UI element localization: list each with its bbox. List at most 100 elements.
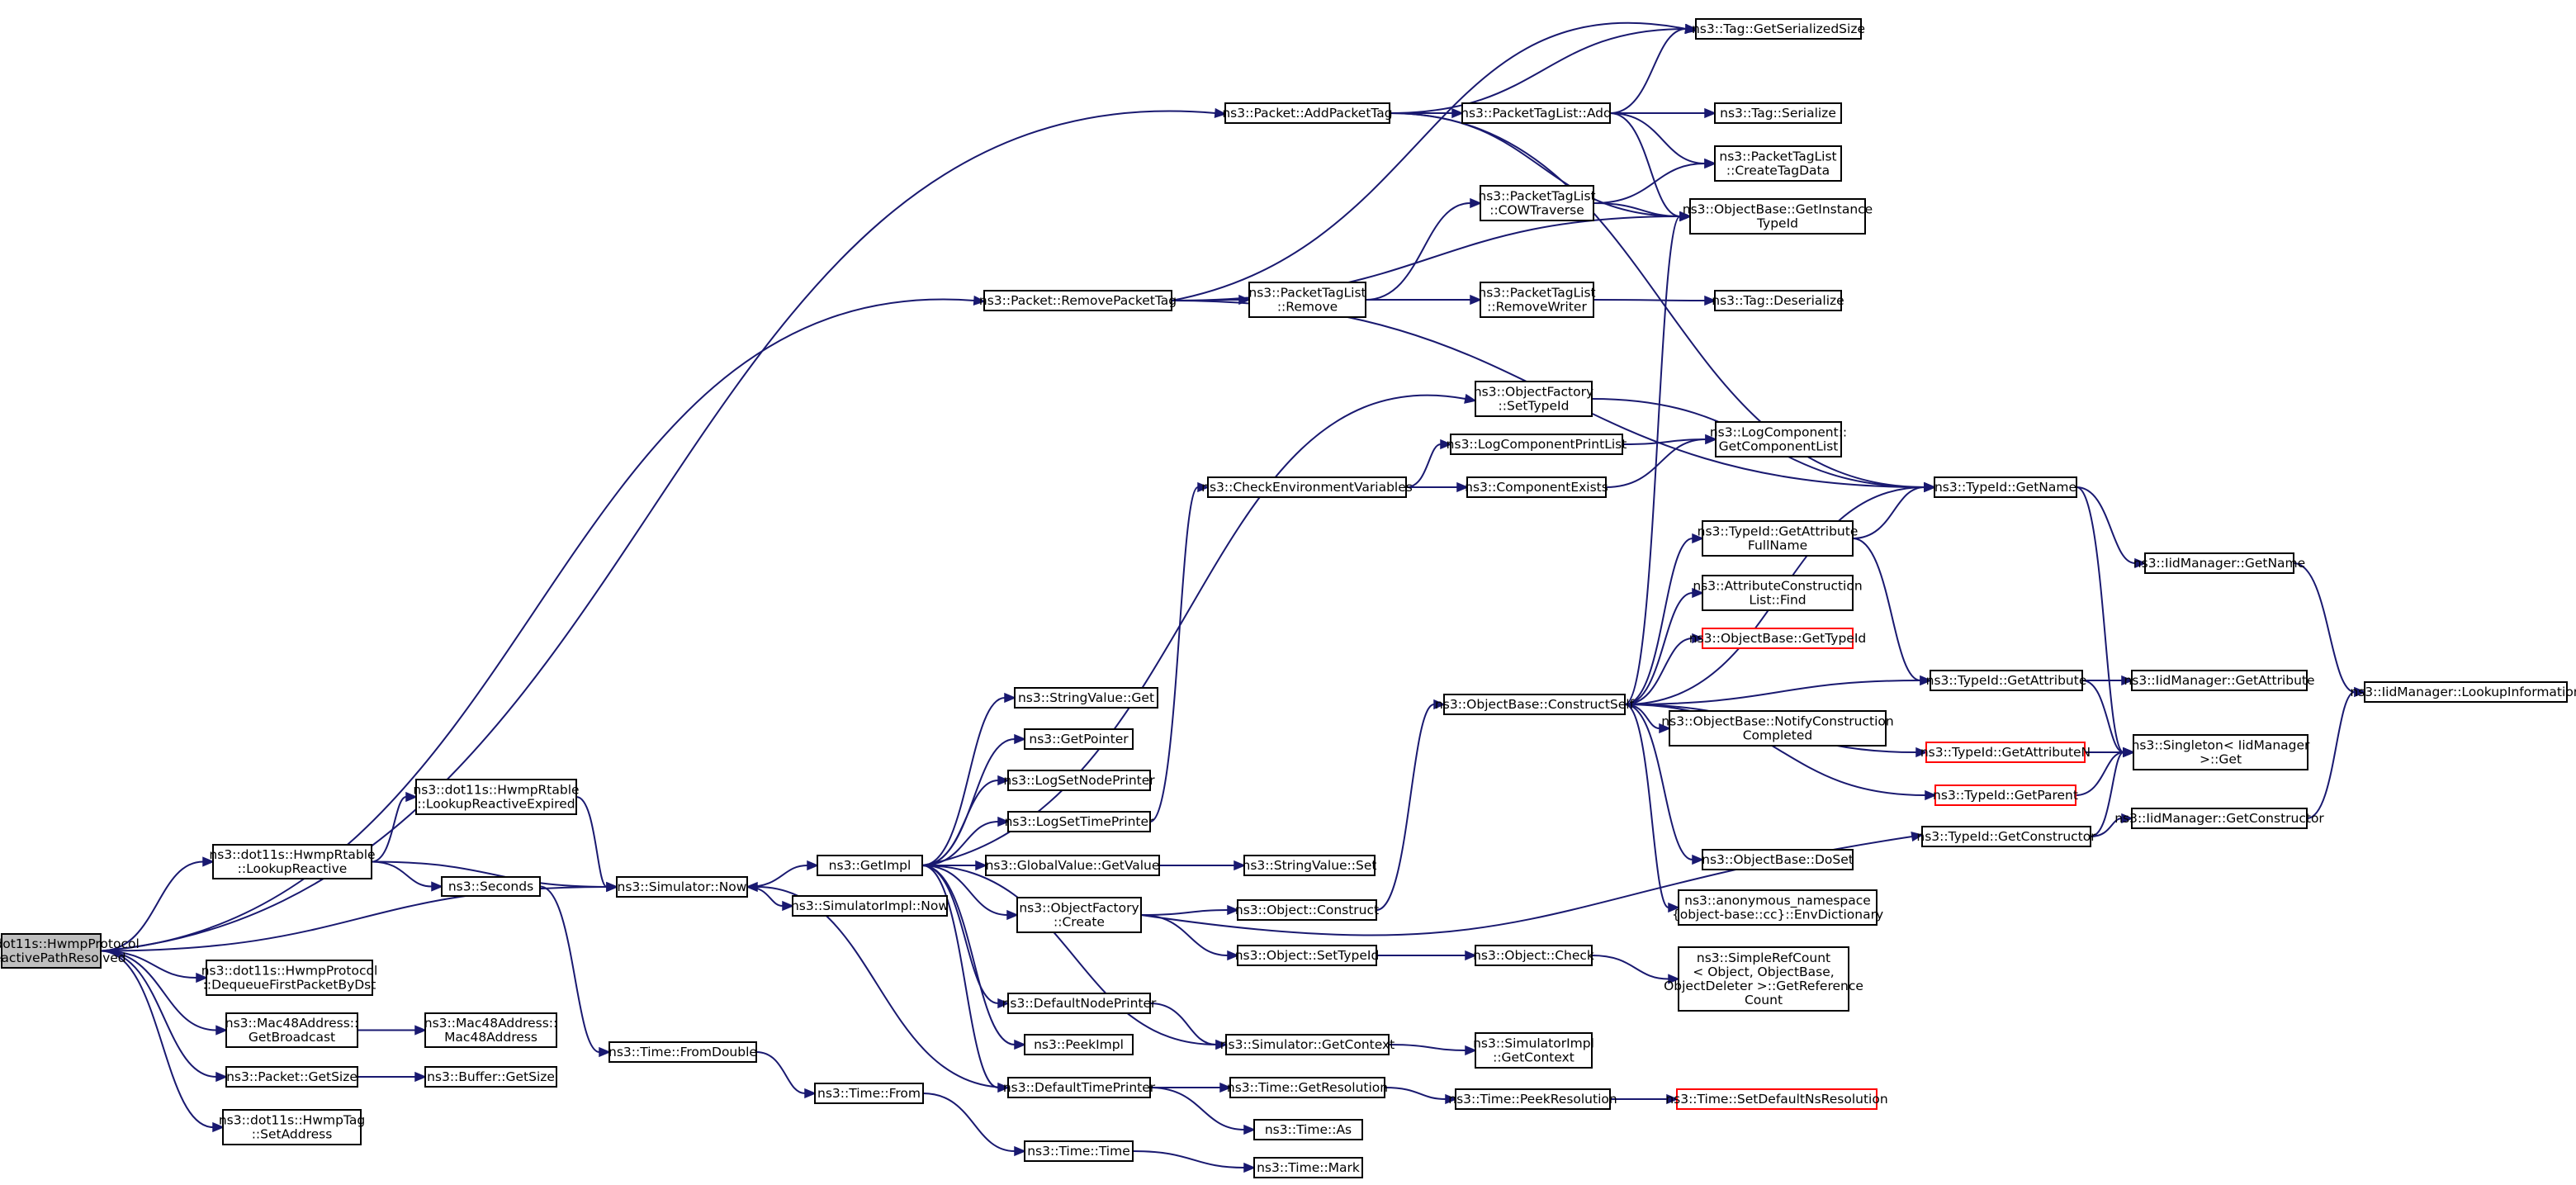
node-add-packet-tag[interactable]: ns3::Packet::AddPacketTag <box>1222 102 1393 124</box>
node-root[interactable]: ns3::dot11s::HwmpProtocol::ReactivePathR… <box>0 933 140 969</box>
node-label: ns3::Time::Time <box>1027 1144 1130 1159</box>
node-get-component-list[interactable]: ns3::LogComponent::GetComponentList <box>1710 421 1847 457</box>
node-tag-deserialize[interactable]: ns3::Tag::Deserialize <box>1712 290 1844 311</box>
node-obj-factory-create[interactable]: ns3::ObjectFactory::Create <box>1016 897 1142 933</box>
node-sim-impl-get-context[interactable]: ns3::SimulatorImpl::GetContext <box>1473 1032 1594 1069</box>
node-obj-factory-set-type-id[interactable]: ns3::ObjectFactory::SetTypeId <box>1474 381 1593 417</box>
node-object-set-type-id[interactable]: ns3::Object::SetTypeId <box>1235 945 1380 966</box>
edge-line <box>2306 691 2356 819</box>
node-label: ns3::GetPointer <box>1029 732 1129 747</box>
node-packet-get-size[interactable]: ns3::Packet::GetSize <box>225 1066 358 1088</box>
node-box <box>2131 670 2308 691</box>
node-label: ns3::Singleton< IidManager <box>2132 738 2310 753</box>
node-remove-packet-tag[interactable]: ns3::Packet::RemovePacketTag <box>979 290 1177 311</box>
node-peek-impl[interactable]: ns3::PeekImpl <box>1024 1034 1134 1055</box>
node-iid-get-constructor[interactable]: ns3::IidManager::GetConstructor <box>2114 808 2324 829</box>
node-packet-tag-list-remove[interactable]: ns3::PacketTagList::Remove <box>1248 282 1366 318</box>
node-simple-ref-count[interactable]: ns3::SimpleRefCount< Object, ObjectBase,… <box>1664 946 1863 1012</box>
edge-packetTagListAdd-to-tagSerialize <box>1609 107 1717 119</box>
node-label: ns3::LogComponentPrintList <box>1447 437 1627 452</box>
node-get-pointer[interactable]: ns3::GetPointer <box>1024 728 1134 750</box>
node-label: Completed <box>1743 728 1813 743</box>
node-label: ns3::Packet::AddPacketTag <box>1222 106 1392 121</box>
node-time-as[interactable]: ns3::Time::As <box>1253 1119 1363 1140</box>
node-set-default-ns-resolution[interactable]: ns3::Time::SetDefaultNsResolution <box>1665 1088 1888 1110</box>
node-label: Mac48Address <box>444 1030 537 1045</box>
node-string-value-get[interactable]: ns3::StringValue::Get <box>1014 687 1158 709</box>
edge-constructSelf-to-getAttributeFullName <box>1624 533 1704 705</box>
node-component-exists[interactable]: ns3::ComponentExists <box>1465 476 1608 498</box>
node-get-impl[interactable]: ns3::GetImpl <box>817 855 923 876</box>
node-log-component-print-list[interactable]: ns3::LogComponentPrintList <box>1447 434 1627 455</box>
node-box <box>985 855 1160 876</box>
node-box <box>1455 1088 1611 1110</box>
node-check-env[interactable]: ns3::CheckEnvironmentVariables <box>1201 476 1413 498</box>
node-box <box>983 290 1172 311</box>
node-packet-tag-list-add[interactable]: ns3::PacketTagList::Add <box>1461 102 1612 124</box>
edge-timeFrom-to-timeTime <box>922 1093 1026 1157</box>
node-notify-construction[interactable]: ns3::ObjectBase::NotifyConstructionCompl… <box>1661 710 1894 747</box>
node-sim-now[interactable]: ns3::Simulator::Now <box>616 876 748 898</box>
node-default-node-printer[interactable]: ns3::DefaultNodePrinter <box>1002 993 1157 1014</box>
edge-arrowhead <box>1014 733 1026 745</box>
edge-arrowhead <box>1692 854 1704 865</box>
node-object-base-get-type-id[interactable]: ns3::ObjectBase::GetTypeId <box>1689 628 1867 649</box>
node-string-value-set[interactable]: ns3::StringValue::Set <box>1243 855 1377 876</box>
node-log-set-node-printer[interactable]: ns3::LogSetNodePrinter <box>1003 770 1155 791</box>
node-do-set[interactable]: ns3::ObjectBase::DoSet <box>1702 849 1854 870</box>
edge-line <box>1389 28 1687 114</box>
node-label: ns3::TypeId::GetParent <box>1933 788 2078 803</box>
node-log-set-time-printer[interactable]: ns3::LogSetTimePrinter <box>1005 811 1154 832</box>
node-remove-writer[interactable]: ns3::PacketTagList::RemoveWriter <box>1478 282 1596 318</box>
node-tag-get-serialized-size[interactable]: ns3::Tag::GetSerializedSize <box>1692 18 1865 40</box>
node-label: ns3::Seconds <box>448 879 533 894</box>
edge-getBroadcast-to-mac48 <box>358 1025 427 1036</box>
node-mac48[interactable]: ns3::Mac48Address::Mac48Address <box>424 1012 558 1048</box>
node-sim-get-context[interactable]: ns3::Simulator::GetContext <box>1220 1034 1395 1055</box>
node-type-id-get-attribute[interactable]: ns3::TypeId::GetAttribute <box>1926 670 2087 691</box>
edge-line <box>1149 1003 1217 1045</box>
node-box <box>1702 849 1854 870</box>
node-from-double[interactable]: ns3::Time::FromDouble <box>608 1041 757 1063</box>
node-cow-traverse[interactable]: ns3::PacketTagList::COWTraverse <box>1478 185 1596 221</box>
node-global-value-get-value[interactable]: ns3::GlobalValue::GetValue <box>985 855 1160 876</box>
node-type-id-get-constructor[interactable]: ns3::TypeId::GetConstructor <box>1916 826 2096 847</box>
node-lookup-reactive[interactable]: ns3::dot11s::HwmpRtable::LookupReactive <box>209 844 376 879</box>
node-get-broadcast[interactable]: ns3::Mac48Address::GetBroadcast <box>225 1012 359 1048</box>
node-env-dictionary[interactable]: ns3::anonymous_namespace{object-base::cc… <box>1672 889 1883 926</box>
node-default-time-printer[interactable]: ns3::DefaultTimePrinter <box>1003 1077 1156 1098</box>
node-dequeue[interactable]: ns3::dot11s::HwmpProtocol::DequeueFirstP… <box>201 960 378 996</box>
node-construct-self[interactable]: ns3::ObjectBase::ConstructSelf <box>1435 694 1635 715</box>
node-get-parent[interactable]: ns3::TypeId::GetParent <box>1933 784 2078 806</box>
edge-arrowhead <box>1692 587 1704 599</box>
edge-arrowhead <box>414 1025 427 1036</box>
node-create-tag-data[interactable]: ns3::PacketTagList::CreateTagData <box>1714 145 1842 182</box>
node-lookup-reactive-expired[interactable]: ns3::dot11s::HwmpRtable::LookupReactiveE… <box>413 779 580 815</box>
node-box <box>1475 381 1593 417</box>
node-set-address[interactable]: ns3::dot11s::HwmpTag::SetAddress <box>219 1109 365 1145</box>
node-sim-impl-now[interactable]: ns3::SimulatorImpl::Now <box>791 895 949 917</box>
edge-line <box>539 885 600 1053</box>
node-object-construct[interactable]: ns3::Object::Construct <box>1235 899 1379 921</box>
node-buffer-get-size[interactable]: ns3::Buffer::GetSize <box>424 1066 557 1088</box>
node-iid-get-attribute[interactable]: ns3::IidManager::GetAttribute <box>2124 670 2315 691</box>
node-singleton-get[interactable]: ns3::Singleton< IidManager>::Get <box>2132 734 2310 770</box>
edge-arrowhead <box>1215 1039 1228 1050</box>
node-type-id-get-name[interactable]: ns3::TypeId::GetName <box>1934 476 2077 498</box>
node-seconds[interactable]: ns3::Seconds <box>441 876 541 897</box>
node-object-check[interactable]: ns3::Object::Check <box>1473 945 1594 966</box>
node-get-resolution[interactable]: ns3::Time::GetResolution <box>1227 1077 1388 1098</box>
node-label: ns3::Buffer::GetSize <box>427 1069 555 1084</box>
edge-line <box>100 950 197 979</box>
node-time-from[interactable]: ns3::Time::From <box>814 1083 924 1104</box>
node-peek-resolution[interactable]: ns3::Time::PeekResolution <box>1448 1088 1617 1110</box>
node-iid-get-name[interactable]: ns3::IidManager::GetName <box>2133 552 2305 574</box>
node-time-time[interactable]: ns3::Time::Time <box>1024 1140 1134 1162</box>
node-iid-lookup-information[interactable]: ns3::IidManager::LookupInformation <box>2350 681 2576 703</box>
node-get-attribute-n[interactable]: ns3::TypeId::GetAttributeN <box>1920 742 2091 763</box>
node-time-mark[interactable]: ns3::Time::Mark <box>1253 1157 1363 1178</box>
node-tag-serialize[interactable]: ns3::Tag::Serialize <box>1714 102 1842 124</box>
